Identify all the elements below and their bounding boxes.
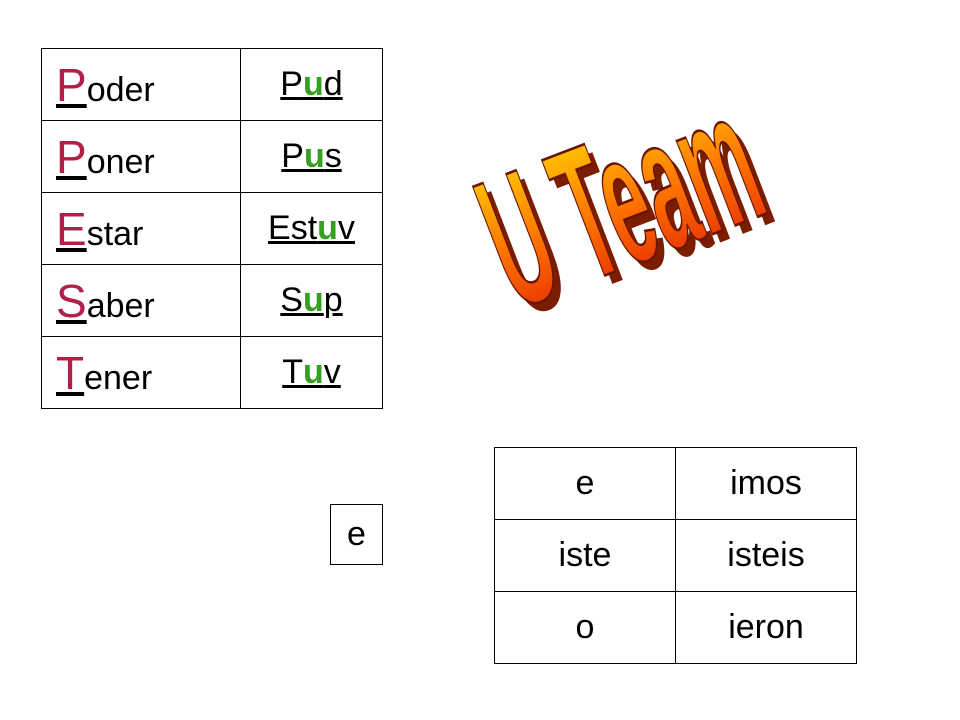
infinitive-rest: ener [84,358,153,397]
stem-prefix: S [280,281,303,319]
ending-singular: iste [494,519,676,592]
ending-row: e imos [494,447,857,520]
stem-prefix: P [281,137,304,175]
stem-cell: Estuv [240,192,383,265]
verb-row-poder: Poder Pud [41,48,383,121]
infinitive-initial: T [56,346,85,399]
ending-plural: imos [675,447,857,520]
stem-suffix: p [323,281,343,319]
stem-u: u [302,281,324,319]
infinitive-initial: P [56,130,87,183]
verb-row-poner: Poner Pus [41,120,383,193]
ending-row: iste isteis [494,519,857,592]
infinitive-rest: oder [86,70,155,109]
stem-u: u [302,65,324,103]
single-ending-box: e [330,504,383,565]
stem-cell: Sup [240,264,383,337]
verb-stem-table: Poder Pud Poner Pus Estar Estuv Saber Su… [41,48,383,409]
stem-u: u [303,137,325,175]
stem-u: u [303,353,324,391]
verb-row-saber: Saber Sup [41,264,383,337]
infinitive-rest: aber [86,286,155,325]
ending-plural: isteis [675,519,857,592]
ending-singular: o [494,591,676,664]
stem-prefix: P [280,65,303,103]
infinitive-rest: star [86,214,144,253]
infinitive-initial: S [56,274,87,327]
infinitive-rest: oner [86,142,155,181]
preterite-endings-table: e imos iste isteis o ieron [494,447,857,664]
infinitive-initial: P [56,58,87,111]
stem-suffix: d [323,65,343,103]
ending-row: o ieron [494,591,857,664]
ending-plural: ieron [675,591,857,664]
infinitive-cell: Saber [41,264,241,337]
stem-suffix: v [323,353,341,391]
u-team-wordart: U Team U Team [470,85,794,345]
stem-prefix: Est [268,209,318,247]
stem-cell: Pus [240,120,383,193]
infinitive-cell: Estar [41,192,241,265]
ending-singular: e [494,447,676,520]
stem-cell: Pud [240,48,383,121]
stem-cell: Tuv [240,336,383,409]
infinitive-cell: Poder [41,48,241,121]
infinitive-cell: Tener [41,336,241,409]
infinitive-initial: E [56,202,87,255]
verb-row-tener: Tener Tuv [41,336,383,409]
verb-row-estar: Estar Estuv [41,192,383,265]
stem-prefix: T [282,353,303,391]
stem-u: u [317,209,338,247]
infinitive-cell: Poner [41,120,241,193]
stem-suffix: s [324,137,342,175]
stem-suffix: v [337,209,355,247]
